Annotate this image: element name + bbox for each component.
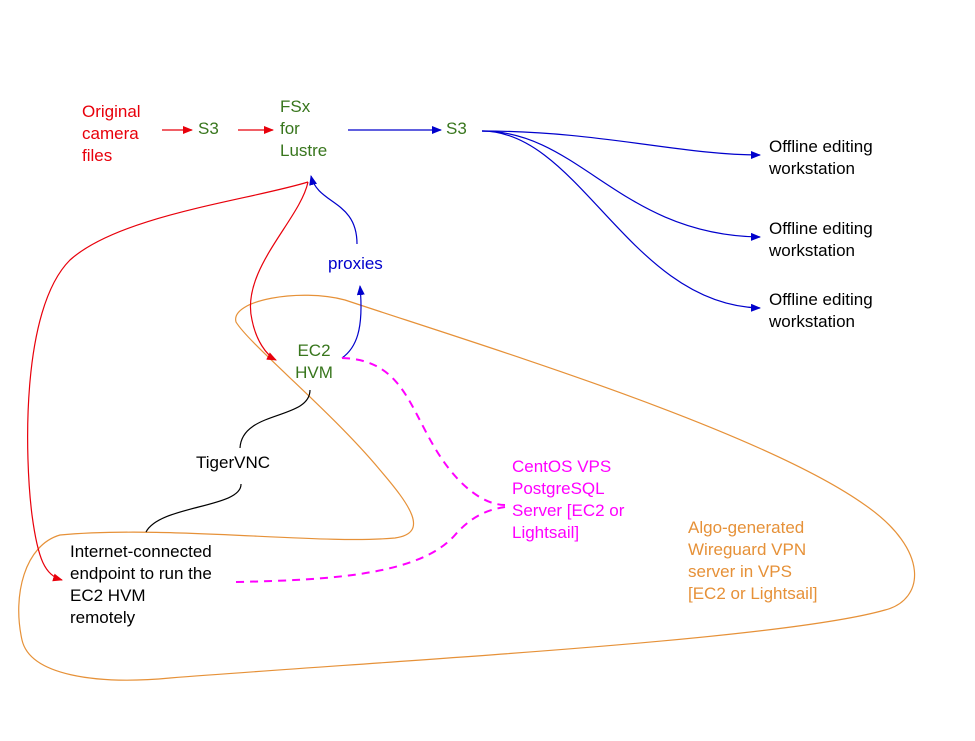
arrow-fsx-to-internet-endpoint	[27, 181, 309, 582]
arrow-proxies-to-fsx	[309, 175, 358, 245]
s3-output-label: S3	[446, 119, 467, 138]
arrow-fsx-to-ec2	[249, 181, 309, 361]
centos-postgresql-server-label: CentOS VPS PostgreSQL Server [EC2 or Lig…	[512, 457, 625, 542]
internet-endpoint-label: Internet-connected endpoint to run the E…	[70, 542, 212, 627]
link-ec2-to-tigervnc	[239, 389, 311, 449]
link-tigervnc-to-internet-endpoint	[145, 483, 242, 533]
link-internet-endpoint-to-postgresql	[235, 506, 506, 583]
arrow-s3-to-offline-2	[481, 130, 761, 241]
original-camera-files-label: Original camera files	[82, 102, 141, 165]
proxies-label: proxies	[328, 254, 383, 273]
ec2-hvm-label: EC2 HVM	[295, 341, 333, 382]
arrow-s3-to-offline-1	[481, 130, 761, 159]
arrow-ec2-to-proxies	[341, 285, 365, 359]
link-ec2-to-postgresql	[341, 357, 506, 506]
offline-workstation-1-label: Offline editing workstation	[769, 137, 873, 178]
arrow-s3-to-offline-3	[481, 130, 761, 312]
s3-source-label: S3	[198, 119, 219, 138]
offline-workstation-2-label: Offline editing workstation	[769, 219, 873, 260]
tigervnc-label: TigerVNC	[196, 453, 270, 472]
offline-workstation-3-label: Offline editing workstation	[769, 290, 873, 331]
vpn-boundary	[18, 294, 915, 681]
fsx-for-lustre-label: FSx for Lustre	[280, 97, 328, 160]
algo-wireguard-vpn-label: Algo-generated Wireguard VPN server in V…	[688, 518, 818, 603]
